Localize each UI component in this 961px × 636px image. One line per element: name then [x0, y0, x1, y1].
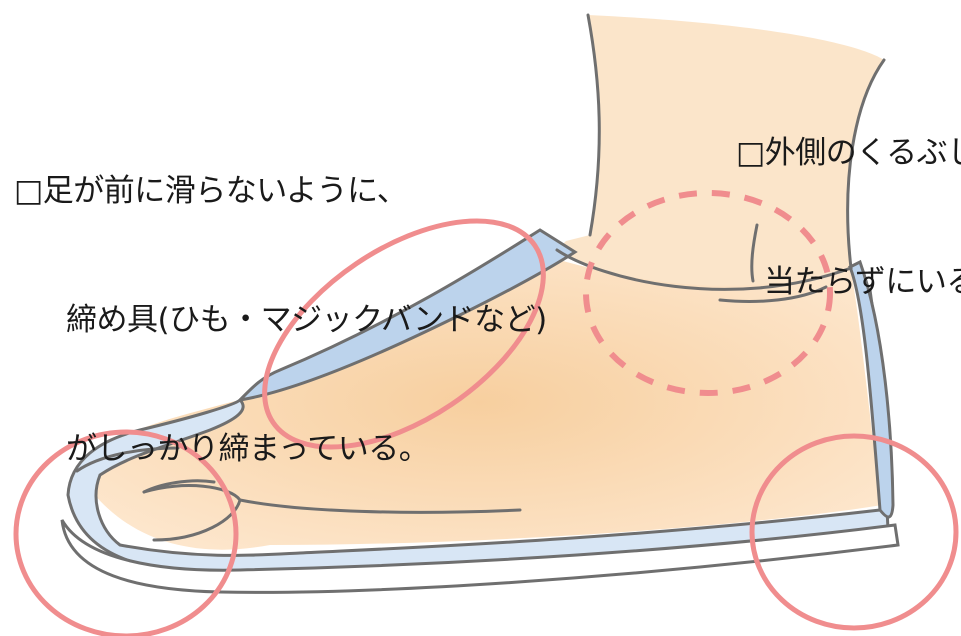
fastening-note: □足が前に滑らないように、 締め具(ひも・マジックバンドなど) がしっかり締まっ…	[14, 84, 547, 557]
ankle-note: □外側のくるぶしに 当たらずにいる	[736, 46, 961, 390]
fastening-note-line-1: □足が前に滑らないように、	[14, 170, 547, 213]
ankle-note-line-1: □外側のくるぶしに	[736, 132, 961, 175]
fastening-note-line-3: がしっかり締まっている。	[14, 428, 547, 471]
fastening-note-line-2: 締め具(ひも・マジックバンドなど)	[14, 299, 547, 342]
ankle-note-line-2: 当たらずにいる	[736, 261, 961, 304]
